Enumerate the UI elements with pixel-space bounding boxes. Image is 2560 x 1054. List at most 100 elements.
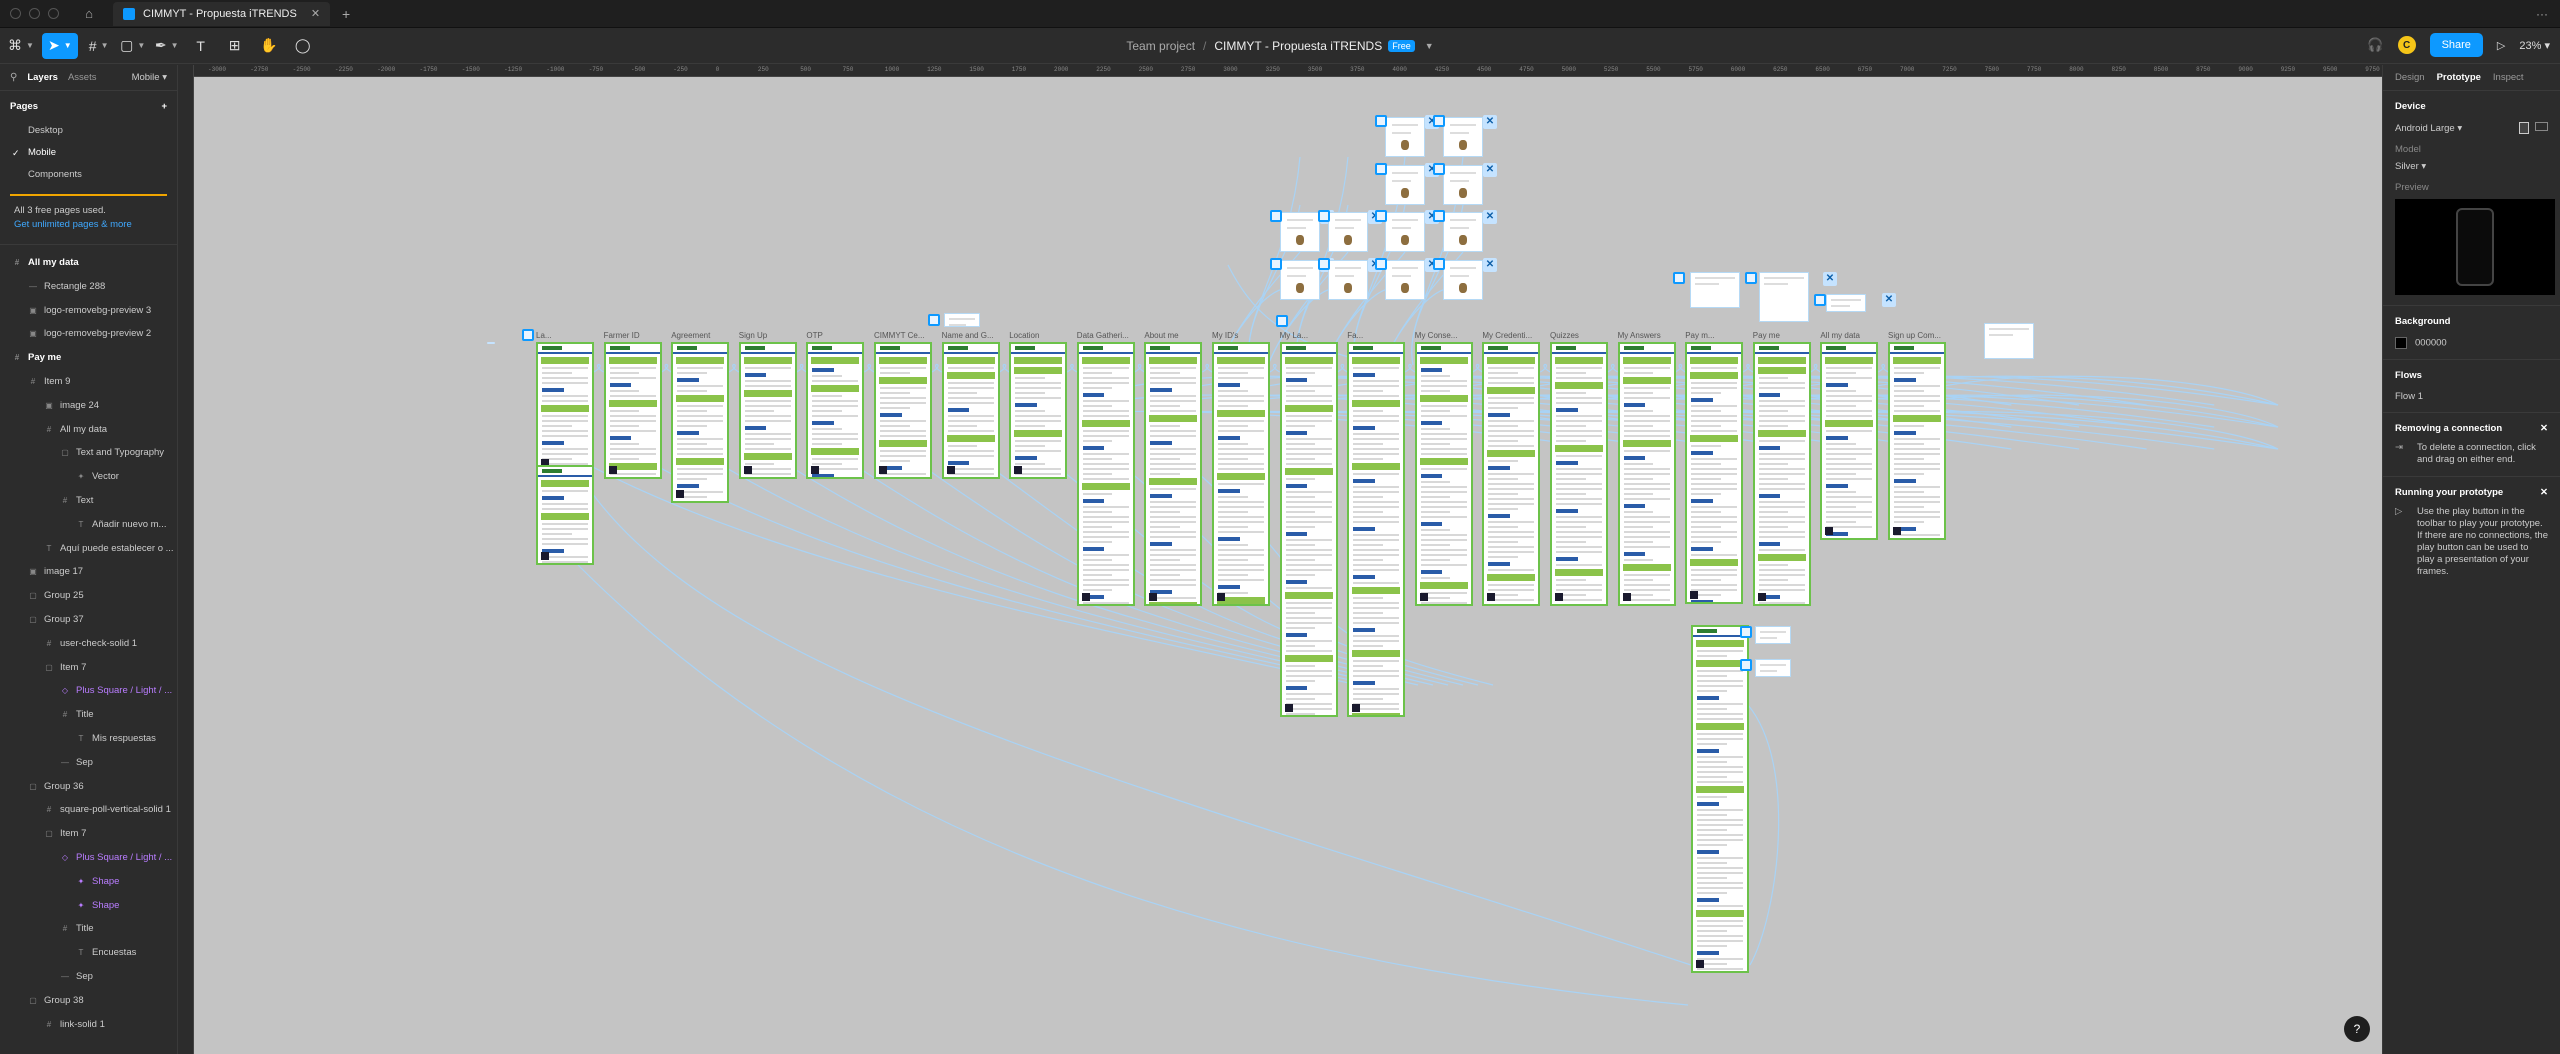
connection-handle-icon[interactable]	[1673, 272, 1685, 284]
mobile-screen-frame[interactable]	[1414, 342, 1473, 606]
connection-handle-icon[interactable]	[1276, 315, 1288, 327]
close-icon[interactable]: ✕	[1823, 272, 1837, 286]
prototype-connection-line[interactable]	[1916, 394, 2279, 428]
prototype-connection-line[interactable]	[661, 363, 672, 373]
layer-item[interactable]: #user-check-solid 1	[0, 632, 177, 656]
modal-card[interactable]	[1443, 212, 1483, 252]
prototype-connection-line[interactable]	[564, 451, 1359, 686]
frame-label[interactable]: About me	[1144, 331, 1179, 340]
connection-handle-icon[interactable]	[1318, 258, 1330, 270]
close-icon[interactable]: ✕	[2540, 487, 2548, 498]
modal-card[interactable]	[1759, 272, 1809, 322]
mobile-screen-frame[interactable]	[536, 342, 594, 472]
frame-label[interactable]: La...	[536, 331, 552, 340]
layer-item[interactable]: —Rectangle 288	[0, 275, 177, 299]
mobile-screen-frame[interactable]	[738, 342, 797, 479]
main-menu-icon[interactable]: ⌘▼	[8, 37, 34, 53]
mobile-screen-frame[interactable]	[1691, 625, 1749, 973]
connection-handle-icon[interactable]	[1375, 258, 1387, 270]
layer-item[interactable]: ▢Item 7	[0, 822, 177, 846]
mobile-screen-frame[interactable]	[1820, 342, 1879, 540]
layer-item[interactable]: ▢Group 25	[0, 584, 177, 608]
mobile-screen-frame[interactable]	[1009, 342, 1068, 479]
modal-card[interactable]	[1690, 272, 1740, 308]
prototype-connection-line[interactable]	[999, 363, 1010, 373]
minimize-window-icon[interactable]	[29, 8, 40, 19]
file-tab[interactable]: CIMMYT - Propuesta iTRENDS ✕	[113, 1, 331, 26]
connection-handle-icon[interactable]	[1433, 115, 1445, 127]
frame-label[interactable]: CIMMYT Ce...	[874, 331, 925, 340]
connection-handle-icon[interactable]	[1270, 258, 1282, 270]
close-icon[interactable]: ✕	[1483, 210, 1497, 224]
connection-handle-icon[interactable]	[1318, 210, 1330, 222]
connection-handle-icon[interactable]	[1375, 210, 1387, 222]
mobile-screen-frame[interactable]	[536, 465, 594, 565]
headset-icon[interactable]: 🎧	[2367, 37, 2384, 52]
prototype-connection-line[interactable]	[1878, 363, 1889, 373]
prototype-connection-line[interactable]	[1916, 375, 2279, 406]
close-icon[interactable]: ✕	[2540, 423, 2548, 434]
frame-label[interactable]: My ID's	[1212, 331, 1239, 340]
prototype-connection-line[interactable]	[1134, 363, 1145, 373]
model-select[interactable]: Silver ▾	[2395, 161, 2427, 172]
layer-item[interactable]: ▢Text and Typography	[0, 441, 177, 465]
layer-item[interactable]: ◇Plus Square / Light / ...	[0, 679, 177, 703]
modal-card[interactable]	[1328, 212, 1368, 252]
frame-tool-button[interactable]: #▼	[88, 37, 109, 54]
orientation-toggle[interactable]	[2519, 122, 2548, 134]
modal-card[interactable]	[1280, 260, 1320, 300]
frame-label[interactable]: Fa...	[1347, 331, 1364, 340]
flow-start-tag[interactable]	[487, 342, 495, 344]
prototype-connection-line[interactable]	[1742, 363, 1754, 373]
layer-item[interactable]: ◇Plus Square / Light / ...	[0, 846, 177, 870]
hand-tool-button[interactable]: ✋	[259, 37, 278, 53]
avatar[interactable]: C	[2397, 36, 2416, 54]
modal-card[interactable]	[1280, 212, 1320, 252]
team-project-link[interactable]: Team project	[1126, 39, 1196, 53]
share-button[interactable]: Share	[2429, 33, 2483, 57]
prototype-connection-line[interactable]	[577, 564, 1689, 1006]
connection-handle-icon[interactable]	[522, 329, 534, 341]
pen-tool-button[interactable]: ✒▼	[154, 37, 179, 53]
layer-item[interactable]: #square-poll-vertical-solid 1	[0, 798, 177, 822]
layer-item[interactable]: —Sep	[0, 965, 177, 989]
modal-card[interactable]	[1328, 260, 1368, 300]
layer-item[interactable]: ▢Group 36	[0, 775, 177, 799]
prototype-connection-line[interactable]	[1337, 363, 1348, 373]
mobile-screen-frame[interactable]	[1144, 342, 1203, 606]
shape-tool-button[interactable]: ▢▼	[120, 37, 146, 53]
mobile-screen-frame[interactable]	[671, 342, 730, 503]
prototype-connection-line[interactable]	[1540, 363, 1551, 373]
modal-card[interactable]	[1385, 212, 1425, 252]
mobile-screen-frame[interactable]	[806, 342, 865, 479]
portrait-icon[interactable]	[2519, 122, 2529, 134]
tab-prototype[interactable]: Prototype	[2436, 72, 2481, 83]
layer-item[interactable]: #link-solid 1	[0, 1013, 177, 1037]
connection-handle-icon[interactable]	[1740, 659, 1752, 671]
frame-label[interactable]: Location	[1009, 331, 1040, 340]
modal-card[interactable]	[1443, 165, 1483, 205]
prototype-connection-line[interactable]	[593, 363, 604, 373]
prototype-connection-line[interactable]	[699, 451, 1389, 686]
layer-item[interactable]: ▣image 17	[0, 560, 177, 584]
move-tool-button[interactable]: ➤▼	[42, 32, 78, 59]
modal-card[interactable]	[1755, 626, 1791, 644]
modal-card[interactable]	[1826, 294, 1866, 312]
close-tab-icon[interactable]: ✕	[310, 8, 321, 20]
help-button[interactable]: ?	[2344, 1016, 2370, 1042]
tab-assets[interactable]: Assets	[67, 72, 97, 83]
tab-design[interactable]: Design	[2395, 72, 2425, 83]
prototype-connection-line[interactable]	[1607, 363, 1618, 373]
comment-tool-button[interactable]: ◯	[294, 37, 311, 53]
prototype-connection-line[interactable]	[1202, 363, 1213, 373]
new-tab-button[interactable]: +	[342, 5, 351, 22]
resources-tool-button[interactable]: ⊞	[228, 37, 241, 53]
mobile-screen-frame[interactable]	[941, 342, 1000, 479]
frame-label[interactable]: OTP	[806, 331, 823, 340]
layer-item[interactable]: ▢Item 7	[0, 656, 177, 680]
prototype-connection-line[interactable]	[1916, 410, 2279, 450]
